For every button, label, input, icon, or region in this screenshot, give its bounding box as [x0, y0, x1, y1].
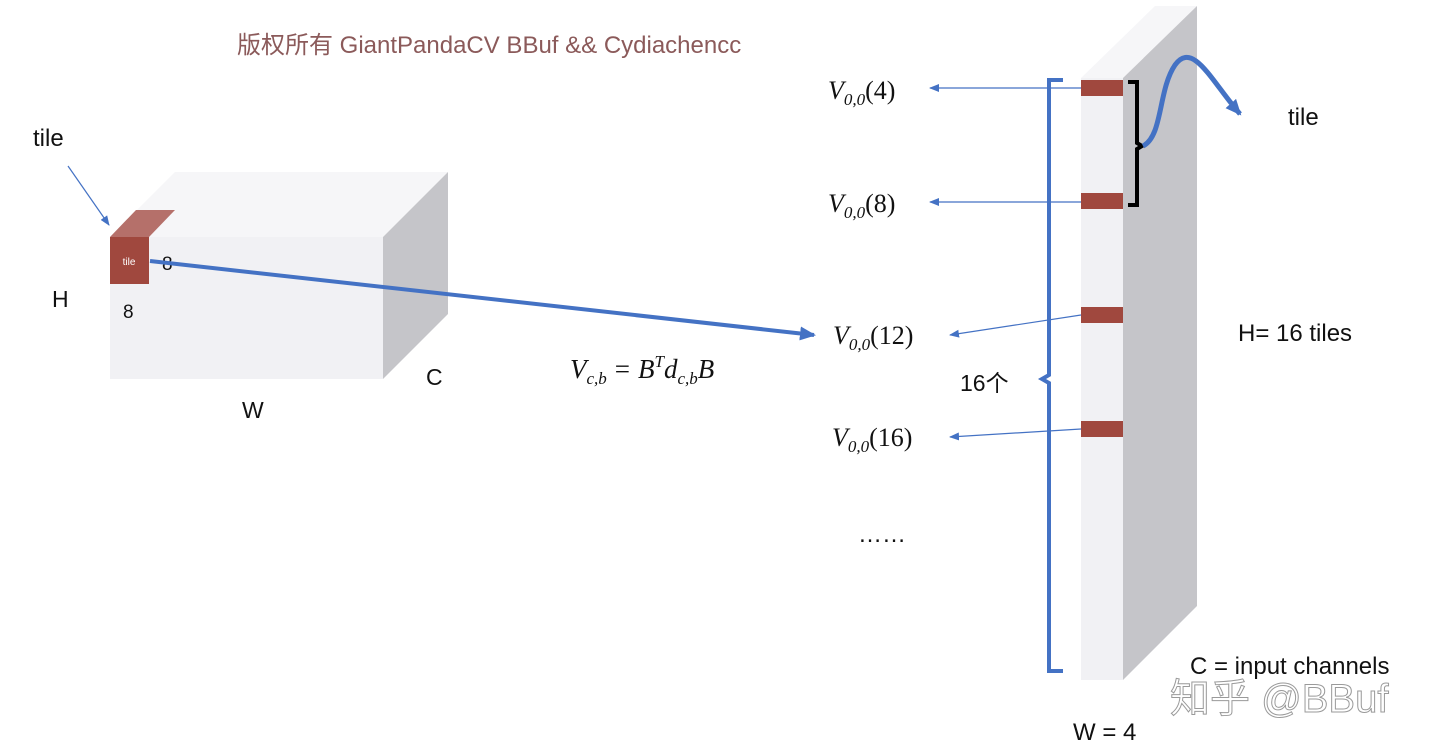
slab-tile-2 [1081, 193, 1123, 209]
slab-top-face [1081, 6, 1197, 78]
watermark-bottom: 知乎 @BBuf [1170, 677, 1389, 721]
c-label: C [426, 364, 443, 390]
winograd-formula: Vc,b=BTdc,bB [570, 352, 714, 388]
tile-top-face [110, 210, 175, 237]
tile-pointer-arrow [67, 165, 110, 226]
h-label: H [52, 286, 69, 312]
transform-arrow [149, 259, 816, 341]
arrow-v16 [949, 428, 1082, 441]
count-label: 16个 [960, 370, 1009, 396]
arrow-v12 [949, 314, 1082, 338]
watermark-top: 版权所有 GiantPandaCV BBuf && Cydiachencc [237, 32, 741, 59]
left-tile-label: tile [33, 125, 64, 152]
transformed-slab [1081, 6, 1197, 680]
slab-tile-3 [1081, 307, 1123, 323]
block-front-face [110, 237, 383, 379]
slab-front-face [1081, 78, 1123, 680]
v-label-8: V0,0(8) [828, 189, 895, 222]
tile-inner-label: tile [123, 257, 136, 268]
slab-side-face [1123, 6, 1197, 680]
count-brace [1037, 78, 1063, 673]
slab-h-label: H= 16 tiles [1238, 320, 1352, 347]
v-label-16: V0,0(16) [832, 423, 912, 456]
slab-tile-4 [1081, 421, 1123, 437]
right-tile-label: tile [1288, 104, 1319, 131]
block-top-face [110, 172, 448, 237]
tile-span-bracket [1128, 80, 1146, 207]
tile-curve-arrow [1141, 55, 1242, 149]
v-label-12: V0,0(12) [833, 321, 913, 354]
tile-front-face [110, 237, 149, 284]
ellipsis: …… [858, 521, 906, 548]
v-label-4: V0,0(4) [828, 76, 895, 109]
input-feature-block: tile [110, 172, 448, 379]
slab-c-label: C = input channels [1190, 653, 1389, 680]
w-label: W [242, 397, 264, 423]
slab-tile-1 [1081, 80, 1123, 96]
block-side-face [383, 172, 448, 379]
tile-height-label: 8 [123, 302, 134, 323]
slab-w-label: W = 4 [1073, 719, 1136, 746]
